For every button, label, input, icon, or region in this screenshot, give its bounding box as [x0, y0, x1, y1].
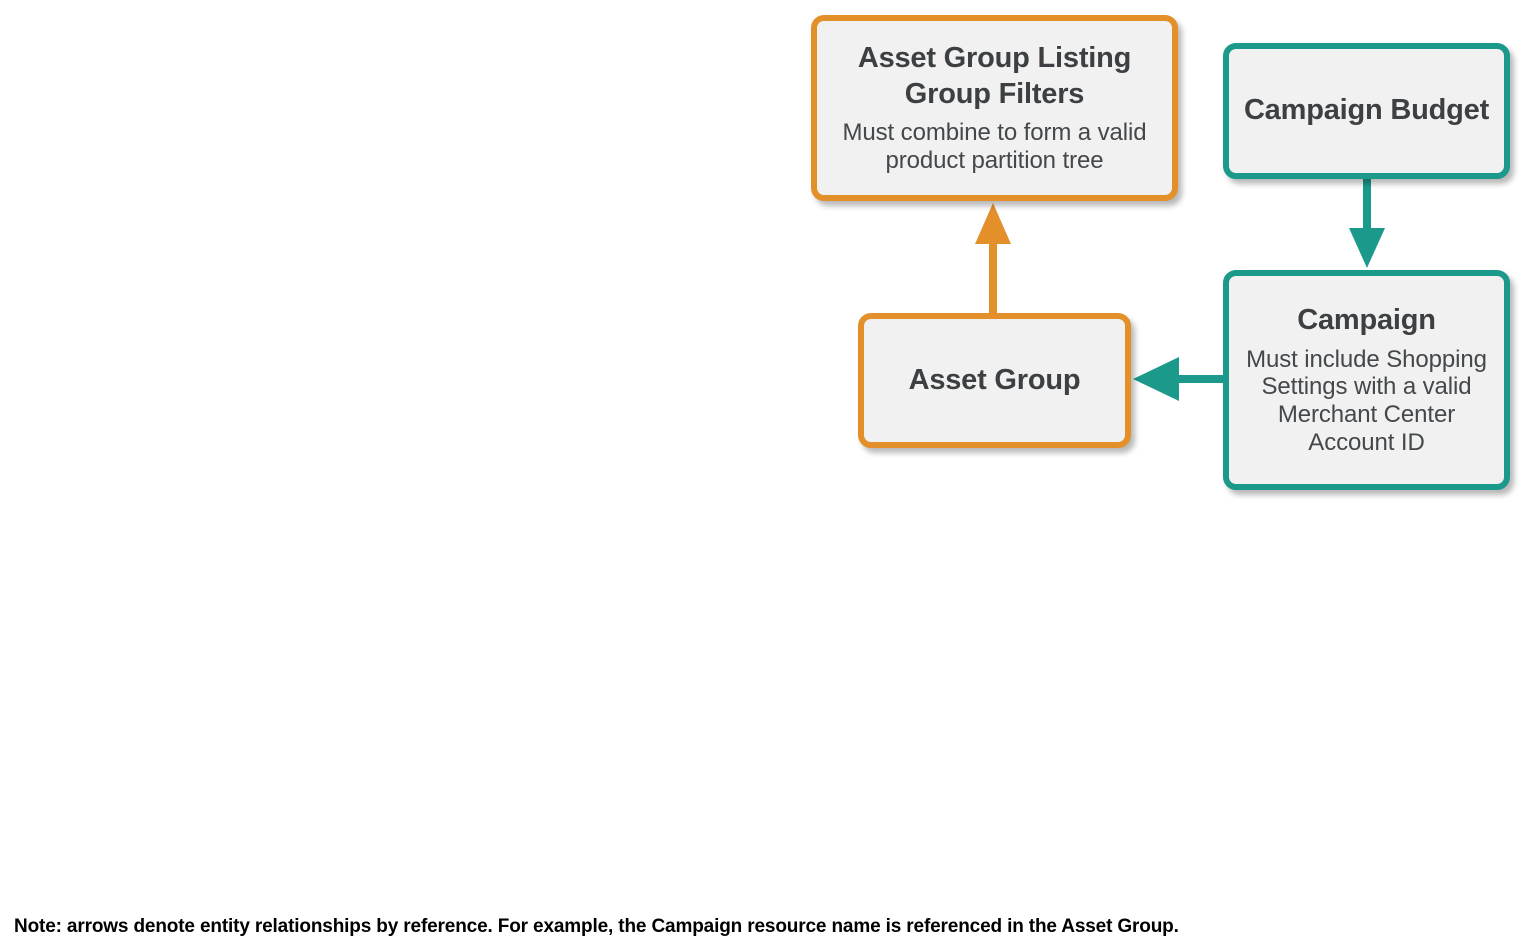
node-campaign[interactable]: Campaign Must include Shopping Settings … — [1223, 270, 1510, 490]
arrow-asset-group-to-listing-group-filters — [975, 203, 1011, 313]
node-asset-group-listing-group-filters[interactable]: Asset Group Listing Group Filters Must c… — [811, 15, 1178, 201]
footer-note: Note: arrows denote entity relationships… — [14, 916, 1179, 937]
node-title: Campaign — [1297, 304, 1436, 337]
node-title: Asset Group Listing Group Filters — [857, 42, 1132, 110]
node-campaign-budget[interactable]: Campaign Budget — [1223, 43, 1510, 179]
node-title: Campaign Budget — [1243, 94, 1490, 127]
node-title: Asset Group — [908, 363, 1081, 396]
arrow-campaign-budget-to-campaign — [1349, 178, 1385, 268]
node-asset-group[interactable]: Asset Group — [858, 313, 1131, 448]
node-subtitle: Must include Shopping Settings with a va… — [1246, 345, 1487, 457]
arrow-campaign-to-asset-group — [1133, 357, 1223, 401]
node-subtitle: Must combine to form a valid product par… — [842, 119, 1147, 174]
